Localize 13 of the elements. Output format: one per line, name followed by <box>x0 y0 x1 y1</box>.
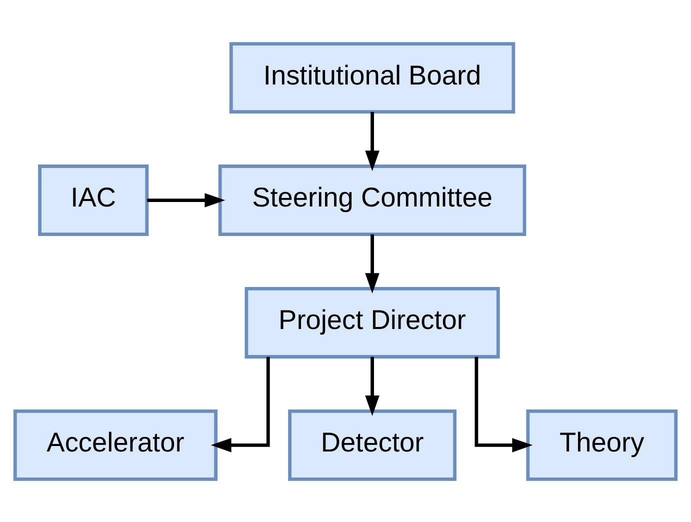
node-box: Theory <box>526 408 678 480</box>
arrow <box>210 356 270 452</box>
node-box: Detector <box>288 408 456 480</box>
arrow <box>365 356 380 416</box>
node-box: Institutional Board <box>229 42 516 114</box>
node-box: Accelerator <box>13 408 218 480</box>
arrow <box>365 234 380 294</box>
arrow <box>365 111 380 171</box>
arrow <box>474 356 533 452</box>
node-box: IAC <box>38 164 149 236</box>
node-box: Steering Committee <box>218 164 526 236</box>
arrow <box>147 192 226 207</box>
node-box: Project Director <box>244 286 500 358</box>
